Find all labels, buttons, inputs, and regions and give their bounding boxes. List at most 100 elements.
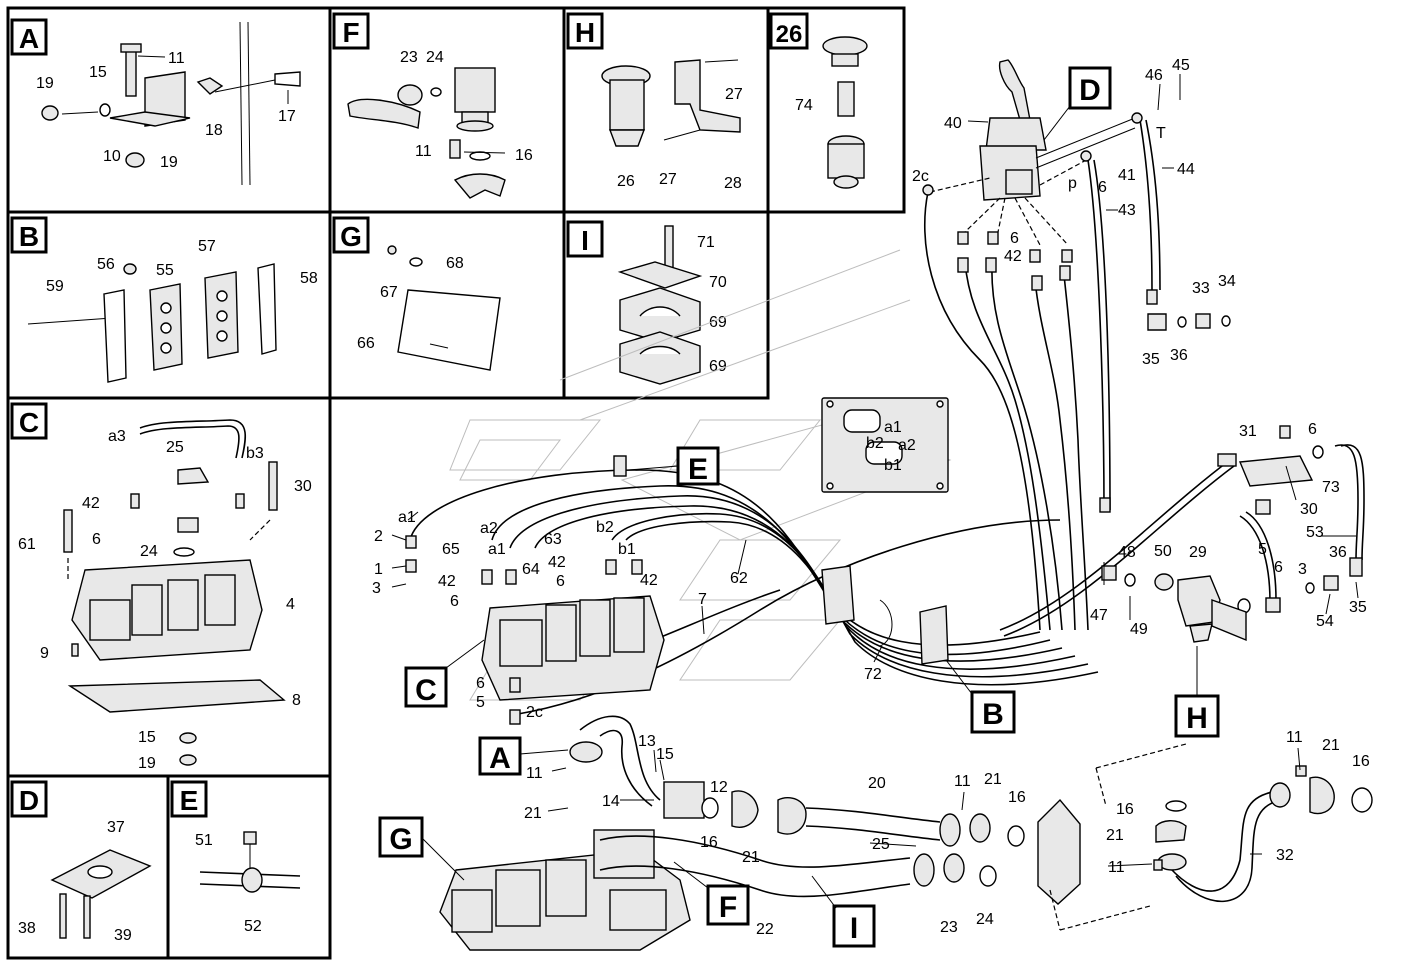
label-a-15: 15 [89, 64, 107, 81]
label-6-right2: 6 [1274, 559, 1283, 576]
main-callouts: D E C B H A G F I [378, 66, 1220, 948]
label-32: 32 [1276, 847, 1294, 864]
panel-titles: A F H 26 B G I C D E [10, 12, 809, 818]
label-a1-valve: a1 [398, 509, 416, 526]
label-63: 63 [544, 531, 562, 548]
callout-g [378, 816, 424, 858]
control-valve-lower [439, 829, 691, 951]
panel-f-title: F [342, 17, 359, 48]
panel-e-title: E [180, 785, 199, 816]
label-25-main: 25 [872, 836, 890, 853]
label-port-a1: a1 [884, 419, 902, 436]
panel-a-title: A [19, 23, 39, 54]
label-42-valve-b: 42 [438, 573, 456, 590]
label-42-joystick: 42 [1004, 248, 1022, 265]
label-c-6: 6 [92, 531, 101, 548]
label-3-right: 3 [1298, 561, 1307, 578]
label-c-42: 42 [82, 495, 100, 512]
label-a-19a: 19 [36, 75, 54, 92]
label-a-11: 11 [168, 50, 185, 67]
label-16-main-a: 16 [700, 834, 718, 851]
joystick-control [929, 59, 1136, 246]
label-f-11: 11 [415, 143, 432, 160]
label-e-52: 52 [244, 918, 262, 935]
label-49: 49 [1130, 621, 1148, 638]
label-a-10: 10 [103, 148, 121, 165]
panel-a-drawing [41, 21, 301, 186]
panel-e-drawing [199, 831, 301, 893]
hose-clamp-block [821, 565, 949, 665]
hose-clamp-e [613, 455, 627, 477]
label-a1-valve2: a1 [488, 541, 506, 558]
label-c-9: 9 [40, 645, 49, 662]
label-50: 50 [1154, 543, 1172, 560]
callout-d-label: D [1079, 74, 1101, 107]
label-b2-valve: b2 [596, 519, 614, 536]
label-6-valve: 6 [556, 573, 565, 590]
label-11-main-d: 11 [1108, 859, 1125, 876]
label-c-19: 19 [138, 755, 156, 772]
label-13: 13 [638, 733, 656, 750]
label-21-main-e: 21 [1106, 827, 1124, 844]
label-6-top: 6 [1098, 179, 1107, 196]
label-f-23: 23 [400, 49, 418, 66]
label-a2-valve: a2 [480, 520, 498, 537]
label-2c-valve: 2c [526, 704, 543, 721]
label-72: 72 [864, 666, 882, 683]
label-f-24: 24 [426, 49, 444, 66]
callout-g-label: G [389, 823, 412, 856]
label-d-37: 37 [107, 819, 125, 836]
label-21-main-c: 21 [984, 771, 1002, 788]
label-64: 64 [522, 561, 540, 578]
main-assembly [405, 59, 1373, 951]
label-48: 48 [1118, 544, 1136, 561]
panel-d-drawing [50, 849, 152, 939]
label-16-main-b: 16 [1008, 789, 1026, 806]
label-30: 30 [1300, 501, 1318, 518]
label-c-8: 8 [292, 692, 301, 709]
label-12: 12 [710, 779, 728, 796]
label-a-18: 18 [205, 122, 223, 139]
callout-c-label: C [415, 674, 437, 707]
label-7: 7 [698, 591, 707, 608]
label-6-valve-b: 6 [450, 593, 459, 610]
label-11-main-c: 11 [1286, 729, 1303, 746]
label-c-15: 15 [138, 729, 156, 746]
label-31: 31 [1239, 423, 1257, 440]
main-labels: 40 46 45 T 44 2c p 6 41 43 6 42 33 34 35… [372, 57, 1370, 938]
pilot-hoses [922, 112, 1231, 631]
label-c-4: 4 [286, 596, 295, 613]
panel-d-title: D [19, 785, 39, 816]
label-i-70: 70 [709, 274, 727, 291]
label-g-67: 67 [380, 284, 398, 301]
label-44: 44 [1177, 161, 1195, 178]
main-pressure-hoses [569, 715, 1187, 931]
label-11-main-b: 11 [954, 773, 971, 790]
panel-c-title: C [19, 407, 39, 438]
callout-c [404, 666, 448, 708]
panel-b-drawing [27, 263, 277, 383]
label-c-a3: a3 [108, 428, 126, 445]
label-15-main: 15 [656, 746, 674, 763]
label-port-b2: b2 [866, 435, 884, 452]
panel-26-frame [766, 6, 906, 214]
label-g-68: 68 [446, 255, 464, 272]
panel-e-frame [166, 774, 332, 960]
label-33: 33 [1192, 280, 1210, 297]
panel-i-frame [562, 210, 770, 400]
label-i-69b: 69 [709, 358, 727, 375]
panel-i-title: I [581, 225, 589, 256]
label-d-38: 38 [18, 920, 36, 937]
label-22: 22 [756, 921, 774, 938]
label-c-b3: b3 [246, 445, 264, 462]
label-b-58: 58 [300, 270, 318, 287]
callout-f [706, 884, 750, 926]
label-6-right: 6 [1308, 421, 1317, 438]
label-6-joystick: 6 [1010, 230, 1019, 247]
label-24-main: 24 [976, 911, 994, 928]
panel-g-title: G [340, 221, 362, 252]
label-b-56: 56 [97, 256, 115, 273]
label-b-59: 59 [46, 278, 64, 295]
